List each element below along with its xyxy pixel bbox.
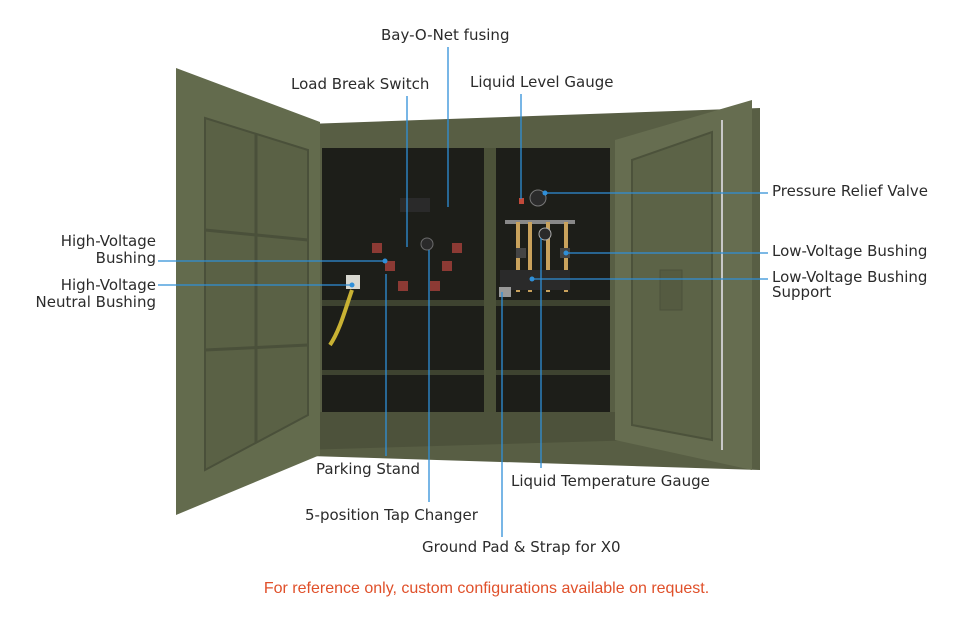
label-pressure-relief-valve: Pressure Relief Valve: [772, 182, 928, 200]
left-door: [176, 68, 320, 515]
label-load-break-switch: Load Break Switch: [291, 75, 430, 93]
label-ground-pad: Ground Pad & Strap for X0: [422, 538, 621, 556]
label-lv-bushing: Low-Voltage Bushing: [772, 242, 928, 260]
label-parking-stand: Parking Stand: [316, 460, 421, 478]
label-lv-support-line2: Support: [772, 283, 832, 301]
footer-note: For reference only, custom configuration…: [263, 580, 710, 597]
label-hv-neutral-line2: Neutral Bushing: [35, 293, 156, 311]
label-tap-changer: 5-position Tap Changer: [305, 506, 478, 524]
label-lv-bushing-support: Low-Voltage Bushing Support: [772, 270, 927, 300]
leader-lines: [158, 47, 768, 537]
label-liquid-level-gauge: Liquid Level Gauge: [470, 73, 614, 91]
leader-end-dots: [349, 190, 569, 288]
label-liquid-temperature-gauge: Liquid Temperature Gauge: [511, 472, 710, 490]
label-hv-neutral-bushing: High-Voltage Neutral Bushing: [18, 277, 156, 311]
label-hv-bushing-line2: Bushing: [95, 249, 156, 267]
label-hv-neutral-line1: High-Voltage: [60, 276, 156, 294]
label-hv-bushing-line1: High-Voltage: [60, 232, 156, 250]
right-door: [615, 100, 752, 470]
label-lv-support-line1: Low-Voltage Bushing: [772, 268, 928, 286]
label-hv-bushing: High-Voltage Bushing: [38, 233, 156, 267]
lv-components: [499, 189, 575, 297]
label-bay-o-net: Bay-O-Net fusing: [381, 26, 510, 44]
